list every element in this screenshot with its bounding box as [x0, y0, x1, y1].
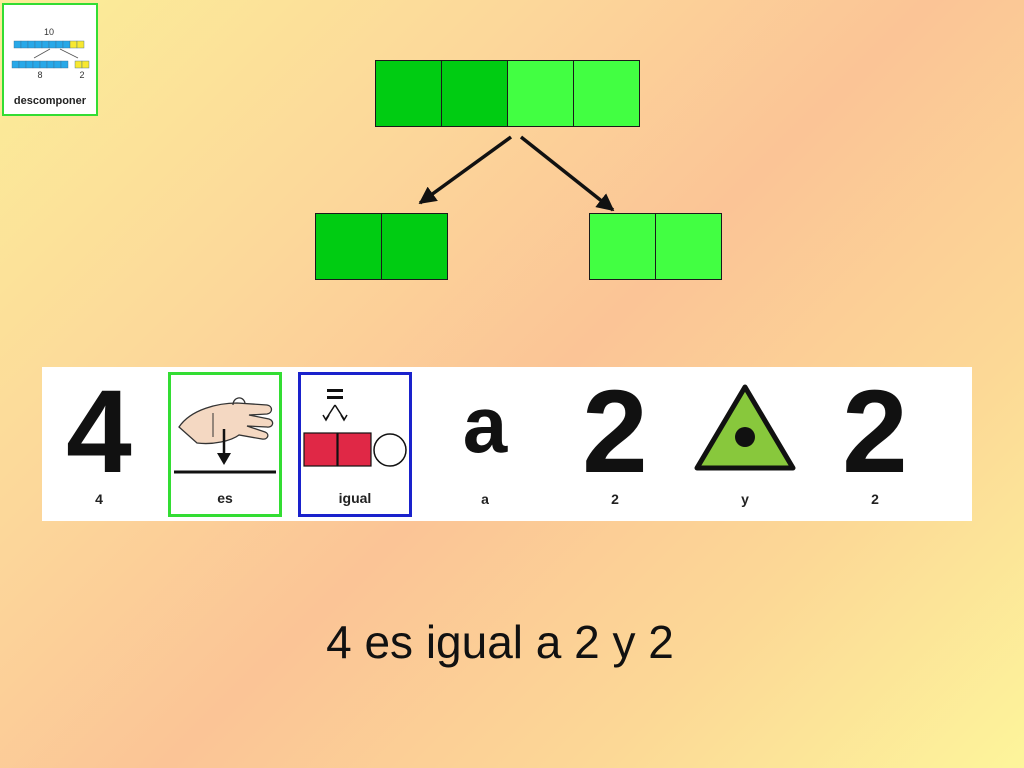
left-part-block-2 — [381, 213, 448, 280]
split-arrows — [418, 135, 615, 212]
picto-y: y — [688, 367, 802, 521]
right-part-block-1 — [589, 213, 656, 280]
arrow-right — [519, 135, 615, 212]
picto-glyph-two-second: 2 — [842, 366, 908, 498]
logo-top-number: 10 — [44, 27, 54, 37]
picto-caption-a: a — [481, 491, 489, 507]
logo-right-number: 2 — [79, 70, 84, 80]
arrow-left — [418, 135, 513, 205]
picto-igual: igual — [298, 372, 412, 517]
picto-caption-two-first: 2 — [611, 491, 619, 507]
picto-caption-igual: igual — [338, 490, 372, 506]
left-part-blocks — [315, 213, 448, 280]
picto-caption-es: es — [217, 490, 233, 506]
whole-block-4 — [573, 60, 640, 127]
picto-glyph-two-first: 2 — [582, 366, 648, 498]
picto-a: a a — [428, 367, 542, 521]
logo-left-number: 8 — [37, 70, 42, 80]
picto-glyph-a: a — [462, 380, 508, 469]
picto-two-second: 2 2 — [818, 367, 932, 521]
picto-glyph-four: 4 — [66, 366, 132, 498]
descomponer-logo: 10 8 2 descomponer — [2, 3, 98, 116]
logo-bottom-yellow-unit-2 — [81, 60, 90, 69]
logo-top-yellow-unit-2 — [76, 40, 85, 49]
number-bars-icon: 10 8 2 — [11, 27, 90, 80]
whole-block-3 — [507, 60, 574, 127]
picto-two-first: 2 2 — [558, 367, 672, 521]
pictogram-strip: 4 4 es igual a a 2 2 — [42, 367, 972, 521]
picto-caption-four: 4 — [95, 491, 103, 507]
equal-icon — [303, 389, 407, 467]
right-part-block-2 — [655, 213, 722, 280]
picto-four: 4 4 — [42, 367, 156, 521]
picto-caption-y: y — [741, 491, 749, 507]
hand-down-icon — [174, 397, 276, 474]
whole-block-2 — [441, 60, 508, 127]
picto-es: es — [168, 372, 282, 517]
logo-bottom-blue-unit-8 — [60, 60, 69, 69]
right-part-blocks — [589, 213, 722, 280]
whole-blocks — [375, 60, 640, 127]
picto-caption-two-second: 2 — [871, 491, 879, 507]
triangle-dot-icon — [694, 384, 796, 471]
sentence-text: 4 es igual a 2 y 2 — [326, 616, 674, 668]
logo-label: descomponer — [13, 95, 87, 107]
